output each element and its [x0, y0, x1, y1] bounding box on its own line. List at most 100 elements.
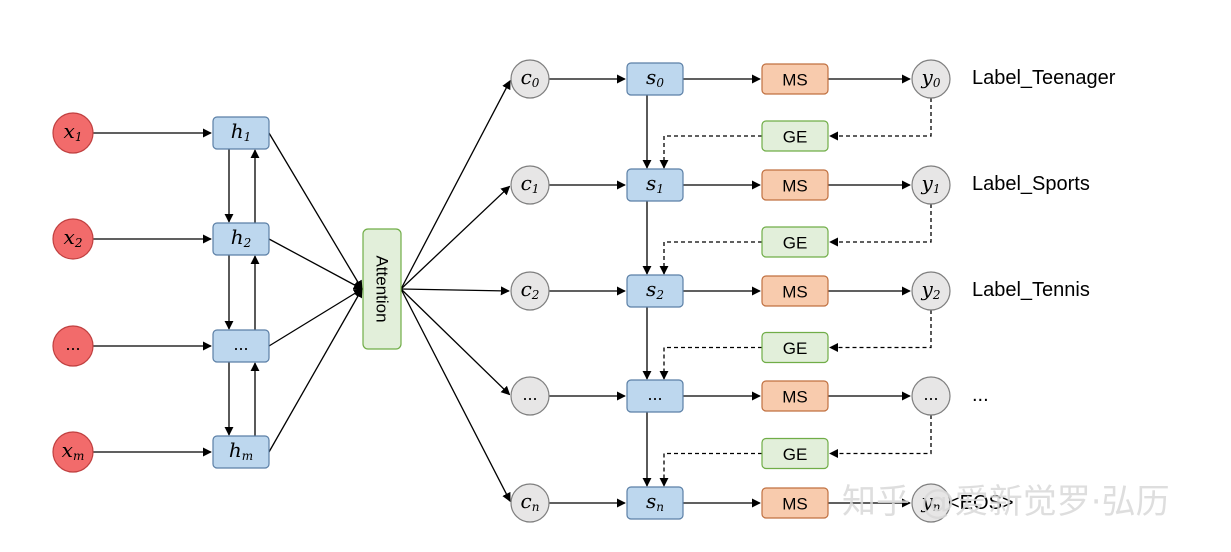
ms-label: MS [782, 283, 808, 302]
output-class-label: Label_Tennis [972, 279, 1090, 301]
decoder-state-label-subscript: 1 [656, 182, 664, 196]
attention-to-context-arrow [400, 288, 511, 396]
encoder-state-label-symbol: h [229, 438, 242, 462]
output-class-label: Label_Teenager [972, 67, 1116, 89]
nodes-layer: x1x2...xmh1h2...hmAttentionc0c1c2...cns0… [52, 59, 951, 523]
ms-box [761, 275, 829, 307]
output-label: ... [923, 384, 938, 404]
context-label-subscript: 0 [532, 76, 540, 90]
encoder-state-label-subscript: m [242, 449, 253, 463]
hidden-to-attention-arrow [268, 238, 363, 290]
output-label-subscript: 0 [933, 76, 941, 90]
output-node [911, 483, 951, 523]
attention-to-context-arrow [400, 79, 511, 290]
input-label-subscript: 1 [75, 130, 83, 144]
input-node [52, 431, 94, 473]
labels-layer: Label_TeenagerLabel_SportsLabel_Tennis..… [948, 67, 1116, 514]
output-to-ge-dashed-arrow [829, 310, 932, 353]
output-label-subscript: n [933, 500, 941, 514]
ms-box [761, 487, 829, 519]
decoder-state-label-symbol: s [646, 65, 656, 89]
input-node [52, 112, 94, 154]
output-class-label: <EOS> [948, 492, 1014, 514]
encoder-state-box [212, 435, 270, 469]
input-label: ... [65, 334, 80, 354]
ge-box [761, 226, 829, 258]
edges-layer [93, 74, 932, 508]
context-label-symbol: c [521, 171, 532, 195]
encoder-state-label: h1 [231, 119, 252, 144]
output-node [911, 59, 951, 99]
context-node [510, 271, 550, 311]
input-label-symbol: x [64, 119, 75, 143]
context-label-subscript: 2 [531, 288, 540, 302]
hidden-to-attention-arrow [268, 288, 363, 453]
hidden-to-attention-arrow [268, 132, 363, 290]
decoder-state-box [626, 379, 684, 413]
output-node [911, 165, 951, 205]
context-label-symbol: c [521, 277, 532, 301]
input-label-symbol: x [62, 438, 73, 462]
output-label-subscript: 2 [932, 288, 941, 302]
decoder-state-label: s1 [646, 171, 664, 196]
attention-label: Attention [373, 255, 392, 322]
encoder-state-label: ... [233, 334, 248, 354]
output-label: y1 [921, 171, 941, 196]
context-label-symbol: c [521, 65, 532, 89]
decoder-state-label-symbol: s [646, 277, 656, 301]
output-label: y0 [921, 65, 941, 90]
decoder-state-label-subscript: n [656, 500, 664, 514]
ms-box [761, 63, 829, 95]
decoder-state-label-subscript: 2 [655, 288, 664, 302]
output-to-ge-dashed-arrow [829, 415, 932, 459]
context-label: c1 [521, 171, 540, 196]
watermark-text: 知乎 @爱新觉罗·弘历 [842, 482, 1170, 522]
ms-label: MS [782, 495, 808, 514]
encoder-state-label: hm [229, 438, 253, 463]
ms-box [761, 169, 829, 201]
encoder-state-box [212, 329, 270, 363]
input-label-symbol: x [64, 225, 75, 249]
input-label: x2 [64, 225, 83, 250]
output-node [911, 271, 951, 311]
context-label: c0 [521, 65, 540, 90]
output-label-symbol: y [920, 489, 933, 513]
attention-to-context-arrow [400, 185, 511, 290]
encoder-state-box [212, 222, 270, 256]
output-label-symbol: y [921, 171, 934, 195]
ge-label: GE [783, 128, 808, 147]
ms-box [761, 380, 829, 412]
decoder-state-label-subscript: 0 [656, 76, 664, 90]
ge-label: GE [783, 339, 808, 358]
attention-box [362, 228, 402, 350]
output-class-label: Label_Sports [972, 173, 1090, 195]
ge-box [761, 331, 829, 364]
context-node [510, 483, 550, 523]
context-node [510, 59, 550, 99]
ge-label: GE [783, 445, 808, 464]
ge-to-state-dashed-arrow [659, 346, 762, 380]
context-label-symbol: c [521, 489, 532, 513]
ms-label: MS [782, 388, 808, 407]
context-node [510, 376, 550, 416]
output-to-ge-dashed-arrow [829, 98, 932, 141]
encoder-state-label: h2 [231, 225, 252, 250]
output-class-label: ... [972, 384, 989, 406]
input-node [52, 325, 94, 367]
context-node [510, 165, 550, 205]
output-label: y2 [921, 277, 941, 302]
input-label-subscript: 2 [74, 236, 83, 250]
ge-label: GE [783, 234, 808, 253]
output-to-ge-dashed-arrow [829, 204, 932, 247]
attention-to-context-arrow [400, 286, 510, 296]
encoder-state-label-subscript: 1 [244, 130, 252, 144]
context-label: ... [522, 384, 537, 404]
ge-to-state-dashed-arrow [659, 241, 762, 275]
output-node [911, 376, 951, 416]
ms-label: MS [782, 71, 808, 90]
decoder-state-box [626, 168, 684, 202]
context-label-subscript: n [532, 500, 540, 514]
decoder-state-box [626, 486, 684, 520]
output-label-symbol: y [921, 277, 934, 301]
context-label: c2 [521, 277, 540, 302]
